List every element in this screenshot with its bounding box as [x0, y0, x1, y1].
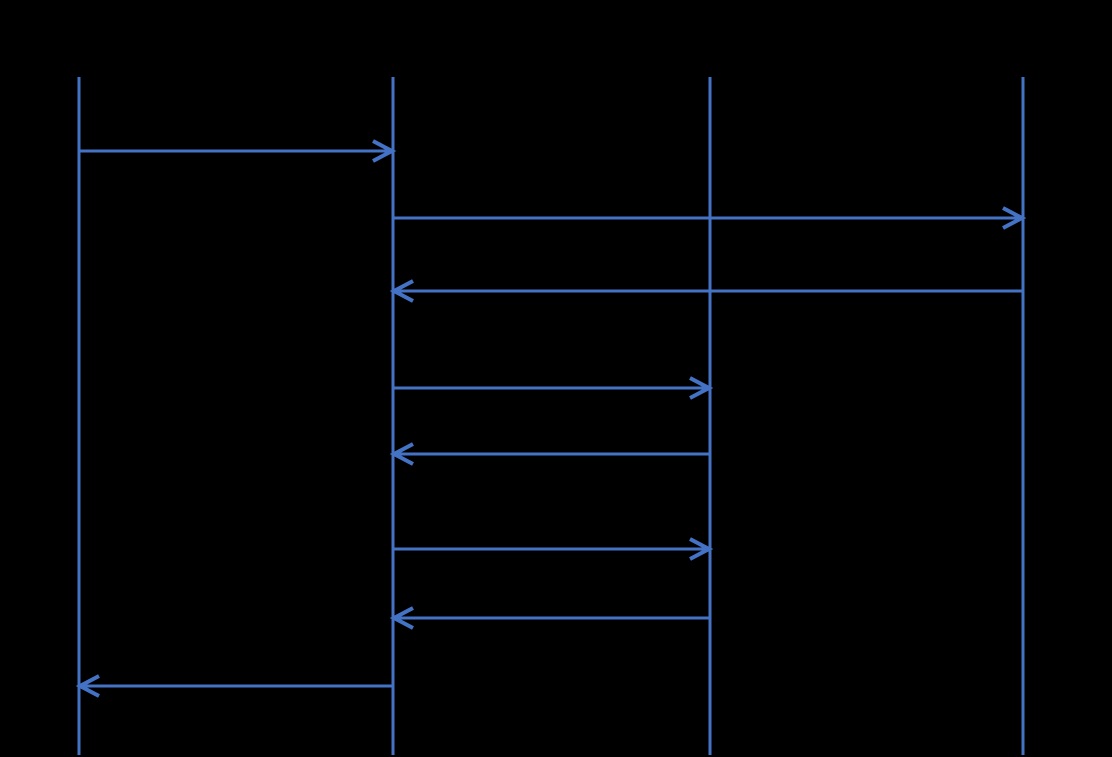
message-4: [393, 376, 714, 400]
message-5: [389, 442, 710, 466]
message-4-arrowhead-icon: [689, 376, 714, 400]
message-3-arrowhead-icon: [389, 279, 414, 303]
message-3: [389, 279, 1023, 303]
message-5-arrowhead-icon: [389, 442, 414, 466]
message-6: [393, 537, 714, 561]
message-8-arrowhead-icon: [75, 674, 100, 698]
message-7-arrowhead-icon: [389, 606, 414, 630]
message-8: [75, 674, 393, 698]
message-7: [389, 606, 710, 630]
message-6-arrowhead-icon: [689, 537, 714, 561]
message-2-arrowhead-icon: [1002, 206, 1027, 230]
message-2: [393, 206, 1027, 230]
message-1: [79, 139, 397, 163]
message-1-arrowhead-icon: [372, 139, 397, 163]
